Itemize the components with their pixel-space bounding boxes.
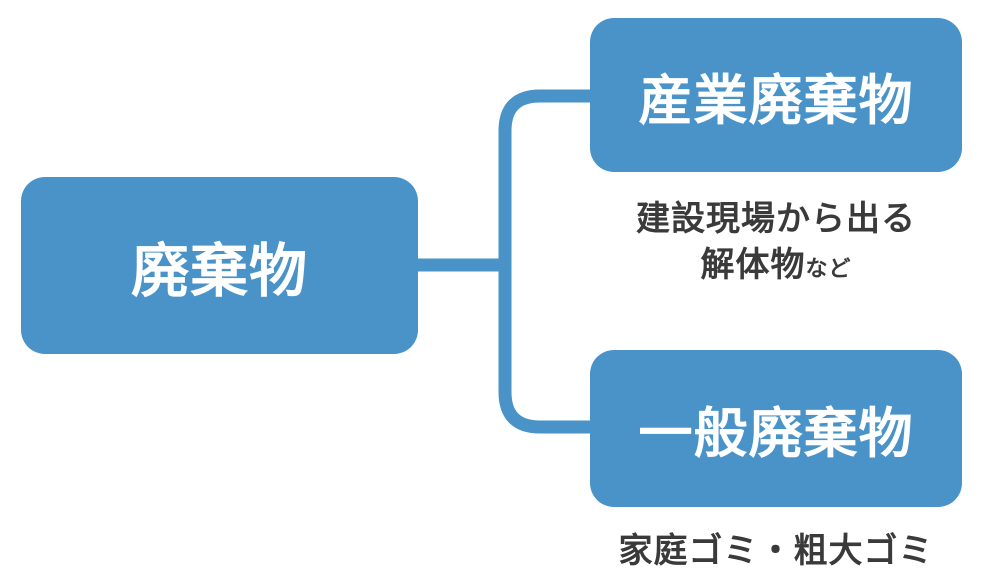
- root-node-label: 廃棄物: [130, 236, 308, 305]
- industrial-waste-label: 産業廃棄物: [638, 68, 914, 132]
- root-node-waste: 廃棄物: [21, 177, 418, 354]
- industrial-caption-item: 解体物: [700, 245, 806, 285]
- general-waste-caption: 家庭ゴミ・粗大ゴミ: [590, 528, 962, 574]
- industrial-caption-line2: 解体物など: [590, 242, 962, 293]
- branch-node-industrial-waste: 産業廃棄物: [590, 18, 962, 172]
- general-waste-label: 一般廃棄物: [638, 402, 914, 465]
- industrial-caption-suffix: など: [805, 257, 852, 282]
- industrial-waste-caption: 建設現場から出る 解体物など: [590, 196, 962, 293]
- branch-bracket-line: [498, 89, 592, 434]
- general-caption-line1: 家庭ゴミ・粗大ゴミ: [618, 531, 934, 571]
- industrial-caption-line1: 建設現場から出る: [636, 199, 916, 239]
- branch-node-general-waste: 一般廃棄物: [590, 350, 962, 507]
